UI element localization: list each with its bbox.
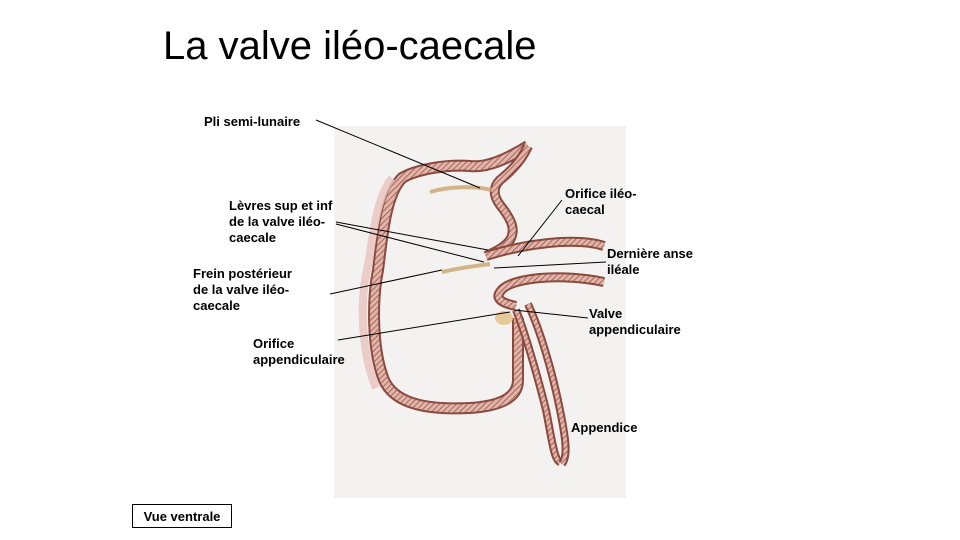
label-orifice-app-line1: Orifice [253,336,295,351]
frenulum-shading [441,262,491,274]
label-orifice-app-line2: appendiculaire [253,352,345,367]
leader-valve-app [513,309,589,319]
leader-levres-2 [335,223,485,263]
label-orifice-ileo-line2: caecal [565,202,605,217]
label-valve-app-line1: Valve [589,306,623,321]
label-appendice: Appendice [571,420,638,435]
label-pli-semi-lunaire: Pli semi-lunaire [204,114,301,129]
caecum-serosa-shading [358,175,396,390]
label-frein: Frein postérieur de la valve iléo- caeca… [193,266,292,314]
label-levres-line3: caecale [229,230,276,245]
view-label-box: Vue ventrale [132,504,232,528]
leader-lines [315,119,607,341]
label-derniere-anse-ileale: Dernière anse iléale [607,246,693,278]
leader-levres-1 [335,221,489,251]
label-orifice-appendiculaire: Orifice appendiculaire [253,336,345,368]
label-orifice-ileo-caecal: Orifice iléo- caecal [565,186,637,218]
label-derniere-line1: Dernière anse [607,246,693,261]
label-levres-line2: de la valve iléo- [229,214,326,229]
appendicular-valve-shading [495,311,513,325]
label-frein-line3: caecale [193,298,240,313]
caecum-outer-wall-fill [370,142,531,413]
label-levres-line1: Lèvres sup et inf [229,198,333,213]
leader-orifice-app [337,311,511,341]
label-orifice-ileo-line1: Orifice iléo- [565,186,637,201]
label-derniere-line2: iléale [607,262,640,277]
leader-orifice-ileo [517,199,563,257]
semilunar-fold-shading [429,185,493,194]
label-frein-line2: de la valve iléo- [193,282,290,297]
page-title: La valve iléo-caecale [163,24,537,68]
leader-derniere [493,261,607,269]
label-valve-appendiculaire: Valve appendiculaire [589,306,681,338]
leader-pli [315,119,481,189]
label-valve-app-line2: appendiculaire [589,322,681,337]
label-levres: Lèvres sup et inf de la valve iléo- caec… [229,198,332,246]
leader-frein [329,269,443,295]
label-frein-line1: Frein postérieur [193,266,292,281]
